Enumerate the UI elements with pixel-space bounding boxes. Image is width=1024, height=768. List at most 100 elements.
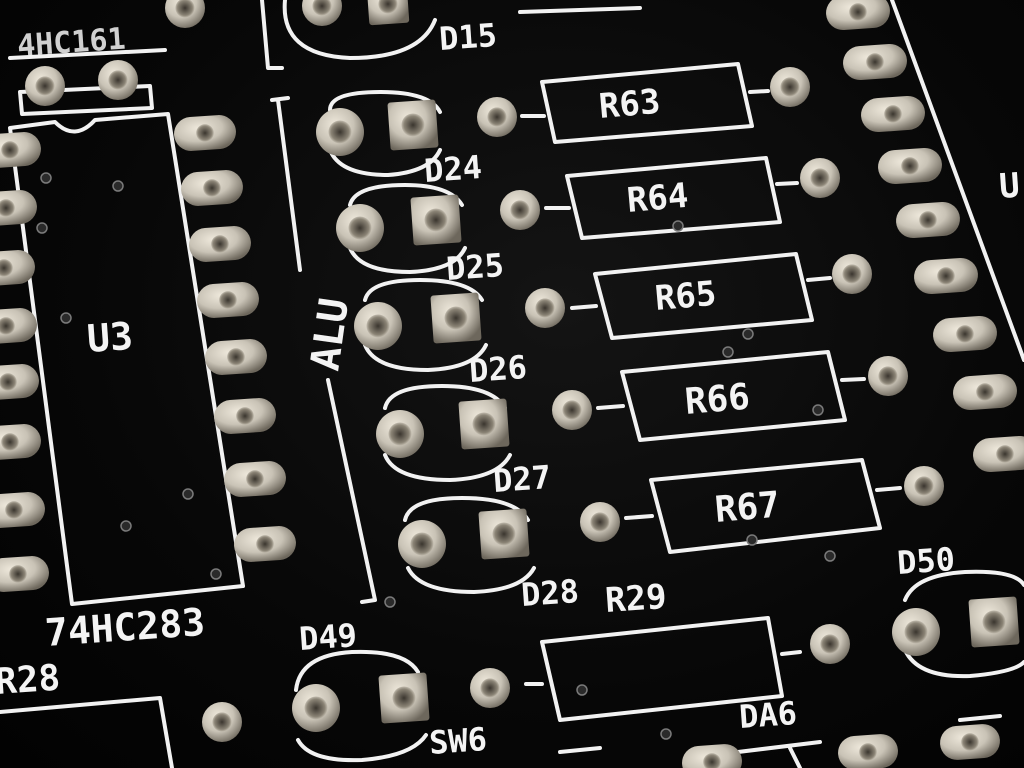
d28-ring xyxy=(403,496,536,594)
ic-pin-pad xyxy=(896,201,960,239)
label-d28: D28 xyxy=(520,572,580,614)
led-d24-pad xyxy=(316,108,364,156)
d15-bracket xyxy=(260,0,284,70)
via-hole xyxy=(210,568,222,580)
resistor-pad xyxy=(580,502,620,542)
via-hole xyxy=(112,180,124,192)
bottom-outline xyxy=(558,746,602,754)
u3-pin-pad xyxy=(0,308,37,344)
vias-layer xyxy=(36,172,836,740)
label-u3: U3 xyxy=(86,314,135,361)
label-d49: D49 xyxy=(298,616,358,658)
r64-box xyxy=(544,156,799,240)
led-square-pad xyxy=(430,292,482,344)
led-square-pad xyxy=(378,672,430,724)
label-d26: D26 xyxy=(468,348,528,390)
alu-bracket-bottom xyxy=(326,378,377,604)
label-d50: D50 xyxy=(896,540,956,582)
ic-pin-pad xyxy=(878,147,942,185)
label-r67: R67 xyxy=(713,484,781,531)
u3-pin-pad xyxy=(0,492,45,528)
resistor-pad xyxy=(904,466,944,506)
via-hole xyxy=(660,728,672,740)
led-d49-pad xyxy=(292,684,340,732)
label-r29: R29 xyxy=(604,577,668,621)
chip-pin-pad xyxy=(98,60,138,100)
resistor-pad xyxy=(770,67,810,107)
via-hole xyxy=(576,684,588,696)
resistor-pad xyxy=(202,702,242,742)
alu-bracket-top xyxy=(270,96,302,272)
resistor-pad xyxy=(832,254,872,294)
chip-pin-pad xyxy=(25,66,65,106)
r28-outline xyxy=(0,696,174,768)
led-square-pad xyxy=(366,0,410,26)
u3-pin-pad xyxy=(224,461,286,497)
label-u-right: U xyxy=(998,166,1021,207)
led-outlines xyxy=(294,90,1024,763)
bottom-pad xyxy=(838,734,898,768)
u3-pin-pad xyxy=(234,526,296,562)
r29-outline xyxy=(524,616,802,722)
via-hole xyxy=(812,404,824,416)
via-hole xyxy=(120,520,132,532)
label-d15: D15 xyxy=(438,16,498,58)
d50-ring xyxy=(903,569,1024,679)
resistor-pad xyxy=(470,668,510,708)
d26-ring xyxy=(363,278,488,372)
label-r63: R63 xyxy=(597,82,662,127)
u3-pin-pad xyxy=(197,282,259,318)
via-hole xyxy=(182,488,194,500)
resistor-pad xyxy=(477,97,517,137)
label-d24: D24 xyxy=(423,148,483,190)
r65-box xyxy=(570,252,832,340)
d15-led-outline xyxy=(282,0,437,60)
led-d27-pad xyxy=(376,410,424,458)
label-r65: R65 xyxy=(653,274,718,319)
resistor-pad xyxy=(800,158,840,198)
u3-pin-pad xyxy=(174,115,236,151)
d49-ring xyxy=(294,649,428,763)
led-pad xyxy=(302,0,342,26)
label-r64: R64 xyxy=(625,176,690,221)
led-d26-pad xyxy=(354,302,402,350)
via-hole xyxy=(672,220,684,232)
led-square-pad xyxy=(968,596,1020,648)
ic-pin-pad xyxy=(843,43,907,81)
ic-pin-pad xyxy=(861,95,925,133)
led-d28-pad xyxy=(398,520,446,568)
label-alu: ALU xyxy=(302,295,358,373)
ic-pin-pad xyxy=(914,257,978,295)
u3-pin-pad xyxy=(214,398,276,434)
led-d25-pad xyxy=(336,204,384,252)
led-square-pad xyxy=(478,508,530,560)
u3-pin-pad xyxy=(0,132,41,168)
bottom-pad xyxy=(682,744,742,768)
u3-pin-pad xyxy=(181,170,243,206)
label-sw6: SW6 xyxy=(428,720,488,762)
label-u3-part: 74HC283 xyxy=(44,600,207,655)
d27-ring xyxy=(383,384,512,482)
resistor-pad xyxy=(500,190,540,230)
bottom-pad xyxy=(940,724,1000,760)
label-d27: D27 xyxy=(492,458,552,500)
label-da6: DA6 xyxy=(738,694,798,736)
resistor-pad xyxy=(810,624,850,664)
u3-pin-pad xyxy=(0,250,35,286)
top-component-edge xyxy=(518,6,642,14)
via-hole xyxy=(824,550,836,562)
via-hole xyxy=(384,596,396,608)
resistor-pad xyxy=(868,356,908,396)
via-hole xyxy=(60,312,72,324)
ic-pin-pad xyxy=(933,315,997,353)
ic-pin-pad xyxy=(953,373,1017,411)
via-hole xyxy=(742,328,754,340)
led-square-pad xyxy=(410,194,462,246)
r63-box xyxy=(520,62,770,144)
u3-pin-pad xyxy=(0,364,39,400)
u3-pin-pad xyxy=(0,190,37,226)
